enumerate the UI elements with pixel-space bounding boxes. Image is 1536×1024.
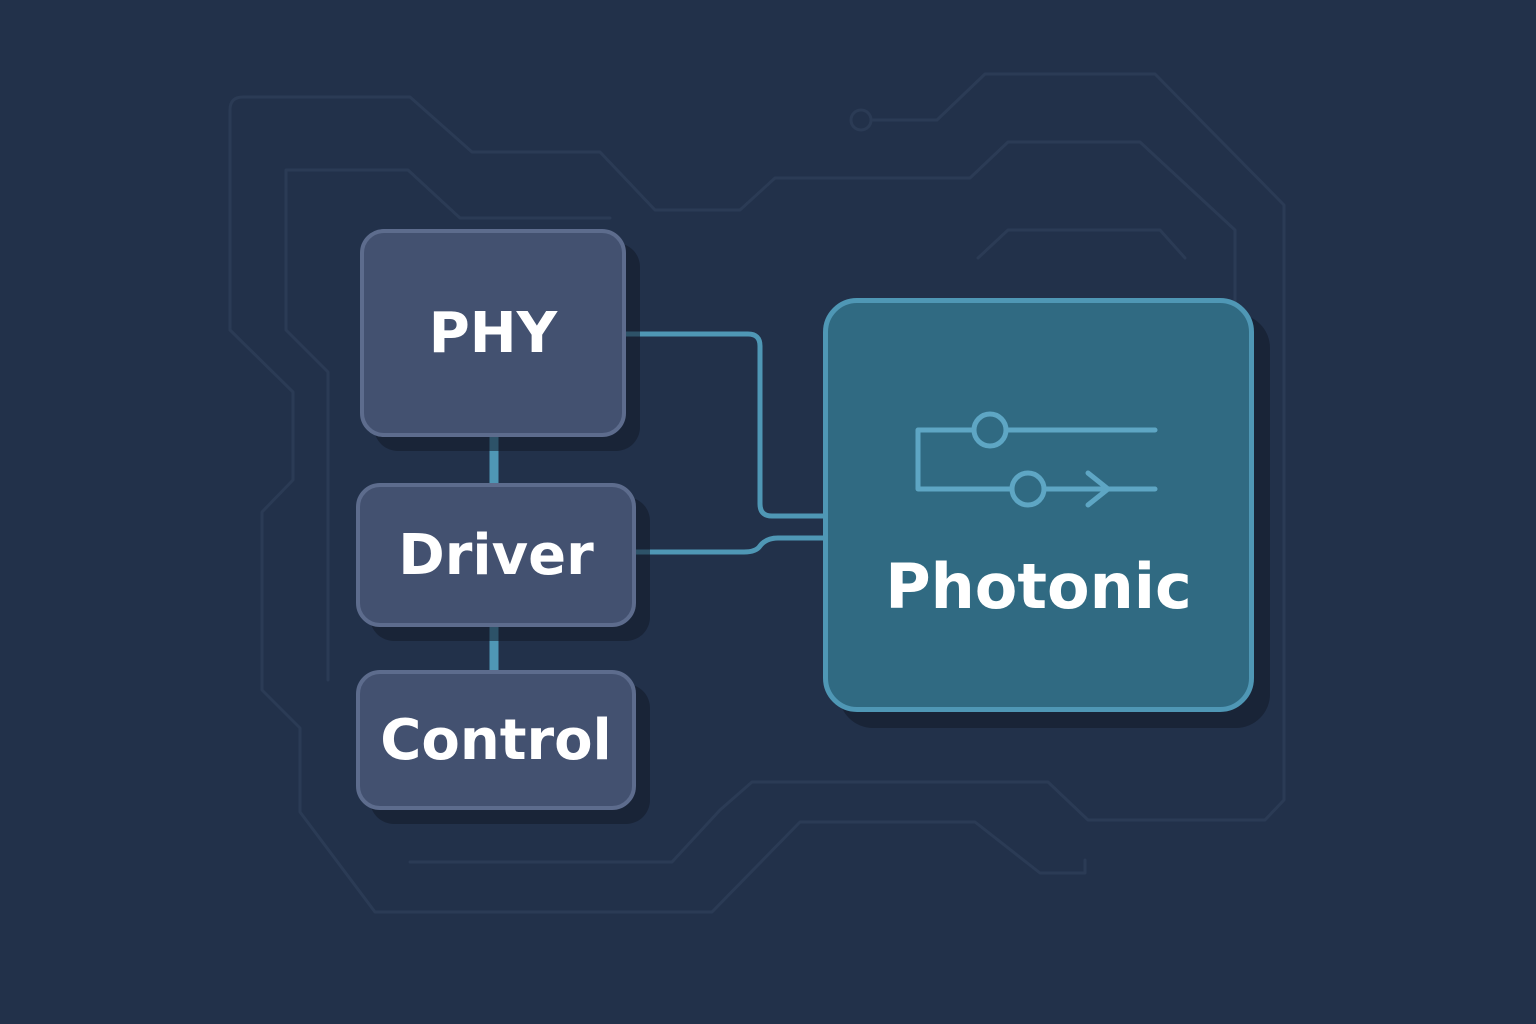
background-trace [228, 328, 1087, 914]
background-trace [284, 168, 612, 220]
block-driver: Driver [356, 483, 636, 627]
block-phy: PHY [360, 229, 626, 437]
optical-modulator-icon [915, 411, 1158, 508]
background-trace [408, 72, 1286, 864]
background-trace-node [849, 108, 873, 132]
background-trace [228, 95, 1237, 332]
connector-phy-photonic [626, 331, 826, 519]
connector-driver-photonic [636, 535, 826, 555]
background-trace [976, 228, 1187, 260]
block-control-label: Control [380, 707, 612, 773]
block-control: Control [356, 670, 636, 810]
block-photonic: Photonic [823, 298, 1254, 712]
block-driver-label: Driver [398, 522, 594, 588]
background-trace [284, 188, 330, 682]
block-phy-label: PHY [428, 300, 558, 366]
block-photonic-label: Photonic [885, 550, 1192, 623]
